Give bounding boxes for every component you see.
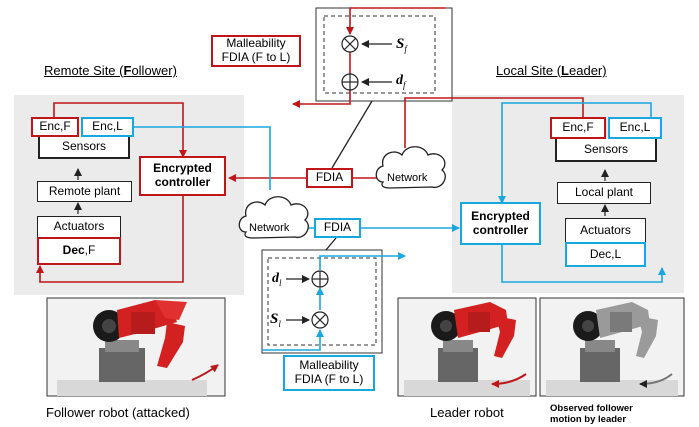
adder-bottom-icon [311,270,329,288]
attack-top-inner [323,15,436,94]
fdia-blue-box: FDIA [314,218,361,238]
leader-robot-image [397,297,537,397]
attack-bottom-d-symbol: dl [272,271,282,288]
local-site-title: Local Site (Leader) [496,63,607,78]
multiplier-bottom-icon [311,311,329,329]
leader-enc-l-box: Enc,L [608,117,662,139]
network-right-label: Network [387,172,428,184]
attack-bottom-s-symbol: Sl [270,311,281,329]
attack-bottom-inner [267,257,377,346]
network-left-cloud-icon [238,196,309,239]
follower-dec-box: Dec,F [37,237,121,265]
observed-caption: Observed follower motion by leader [550,403,633,426]
multiplier-top-icon [341,35,359,53]
follower-actuators-box: Actuators [37,216,121,237]
leader-sensors-box: Sensors [555,139,657,162]
observed-follower-image [539,297,685,397]
leader-actuators-box: Actuators [565,218,646,242]
observed-motion-arrow [639,373,673,388]
network-right-cloud-icon [375,146,446,189]
leader-dec-box: Dec,L [565,242,646,267]
network-left-label: Network [249,222,290,234]
attack-top-d-symbol: df [396,73,406,90]
adder-top-icon [341,73,359,91]
leader-enc-f-box: Enc,F [550,117,606,139]
follower-plant-box: Remote plant [37,181,132,202]
follower-sensors-box: Sensors [38,137,130,159]
remote-site-title: Remote Site (Follower) [44,63,177,78]
follower-robot-image [46,297,226,397]
follower-enc-f-box: Enc,F [31,117,79,137]
attack-top-s-symbol: Sf [396,36,407,54]
leader-plant-box: Local plant [557,182,651,204]
fdia-red-box: FDIA [306,168,353,188]
leader-caption: Leader robot [430,405,504,420]
follower-motion-arrow [191,364,219,381]
follower-enc-l-box: Enc,L [81,117,134,137]
attack-top-outer [315,7,453,102]
leader-motion-arrow [491,373,527,388]
follower-caption: Follower robot (attacked) [46,405,190,420]
attack-bottom-outer [261,249,383,354]
